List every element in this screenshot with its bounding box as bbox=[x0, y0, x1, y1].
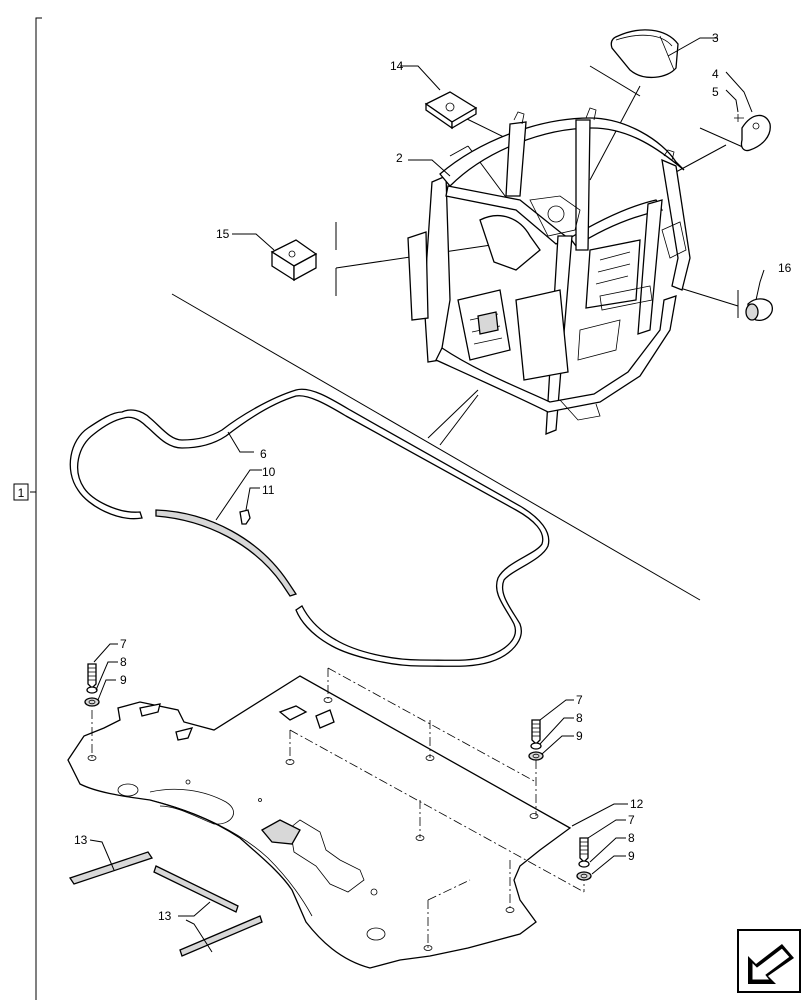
leader-lines bbox=[89, 37, 765, 953]
bolt-stack-left bbox=[84, 663, 100, 707]
part-4-latch bbox=[734, 114, 771, 152]
callout-3: 3 bbox=[712, 31, 719, 45]
part-16-plug bbox=[745, 298, 773, 321]
arrow-navigation-icon[interactable] bbox=[737, 929, 801, 993]
assembly-bracket: 1 bbox=[13, 17, 42, 1000]
callout-13-lower: 13 bbox=[158, 909, 172, 923]
callout-12: 12 bbox=[630, 797, 644, 811]
callout-4: 4 bbox=[712, 67, 719, 81]
assembly-ref-label: 1 bbox=[18, 486, 25, 500]
bolt-stack-right bbox=[576, 837, 592, 881]
part-10-strip bbox=[155, 509, 298, 597]
part-11-screw bbox=[239, 509, 251, 525]
callout-15: 15 bbox=[216, 227, 230, 241]
callout-16: 16 bbox=[778, 261, 792, 275]
callout-8-right: 8 bbox=[628, 831, 635, 845]
callout-7-left: 7 bbox=[120, 637, 127, 651]
part-15-bracket bbox=[270, 239, 318, 282]
part-3-cover bbox=[610, 29, 679, 78]
cab-frame bbox=[407, 107, 691, 435]
bolt-stack-middle bbox=[528, 719, 544, 761]
callout-labels: 2 3 4 5 14 15 16 6 10 11 12 7 8 9 7 8 9 … bbox=[74, 31, 792, 923]
callout-13-upper: 13 bbox=[74, 833, 88, 847]
callout-14: 14 bbox=[390, 59, 404, 73]
part-12-floor-plate bbox=[67, 675, 572, 969]
callout-7-right: 7 bbox=[628, 813, 635, 827]
callout-2: 2 bbox=[396, 151, 403, 165]
callout-6: 6 bbox=[260, 447, 267, 461]
part-6-seal bbox=[69, 388, 550, 667]
callout-8-left: 8 bbox=[120, 655, 127, 669]
callout-5: 5 bbox=[712, 85, 719, 99]
part-13-pads bbox=[68, 851, 263, 957]
callout-7-middle: 7 bbox=[576, 693, 583, 707]
callout-11: 11 bbox=[262, 483, 275, 497]
callout-9-right: 9 bbox=[628, 849, 635, 863]
callout-8-middle: 8 bbox=[576, 711, 583, 725]
callout-9-middle: 9 bbox=[576, 729, 583, 743]
part-14-bracket bbox=[424, 91, 478, 130]
callout-9-left: 9 bbox=[120, 673, 127, 687]
callout-10: 10 bbox=[262, 465, 276, 479]
